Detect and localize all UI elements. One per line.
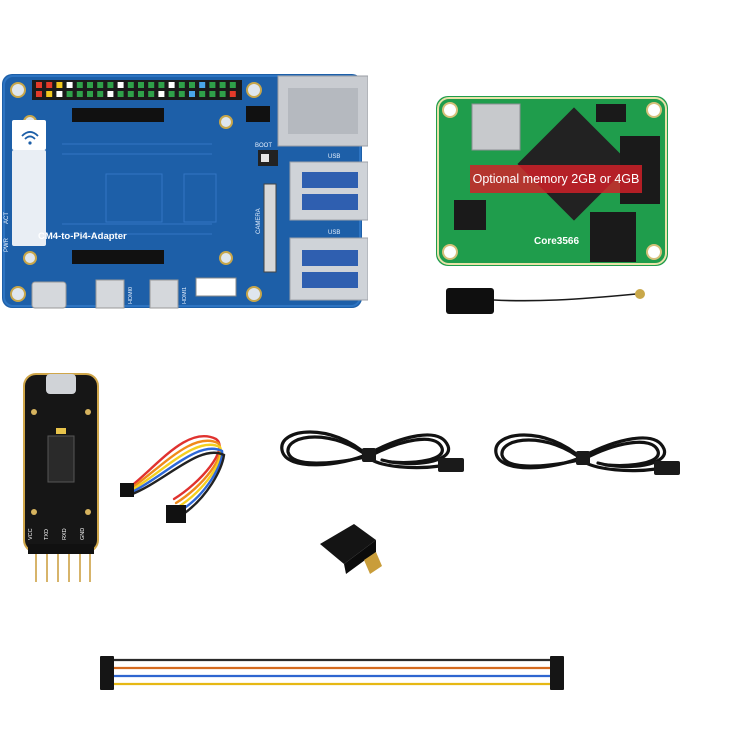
pwr-label: PWR — [4, 237, 10, 252]
dupont-housing-bottom — [166, 505, 186, 523]
gpio-pin — [168, 91, 175, 97]
antenna-pad — [446, 288, 494, 314]
4pin-header — [195, 277, 237, 297]
gpio-pin — [219, 82, 226, 88]
gpio-pin — [66, 82, 73, 88]
core-module-label: Core3566 — [534, 236, 579, 247]
carrier-board: CM4-to-Pi4-Adapter PWR ACT BOOT CAMERA U… — [2, 74, 368, 309]
gpio-pin — [199, 91, 206, 97]
hdmi0-port — [95, 279, 125, 309]
hdmi-adapter-body — [320, 524, 376, 564]
gpio-pin — [56, 91, 63, 97]
hdmi0-label: HDMI0 — [128, 287, 134, 304]
jumper-housing-right — [550, 656, 564, 690]
usb-c-power-port — [31, 281, 67, 309]
dupont-housing-left — [120, 483, 134, 497]
gpio-pin — [138, 82, 144, 88]
mounting-holes — [10, 82, 262, 302]
camera-connector — [263, 183, 277, 273]
gpio-pin — [168, 82, 175, 88]
gpio-pin — [36, 91, 42, 97]
wifi-antenna — [446, 288, 645, 314]
gpio-header — [32, 80, 242, 100]
usb-plug-right — [654, 461, 680, 475]
wifi-module — [12, 120, 46, 150]
hdmi1-label: HDMI1 — [182, 287, 188, 304]
usb-uart-module: VCC TXD RXD GND — [23, 373, 99, 582]
memory-option-banner: Optional memory 2GB or 4GB — [470, 165, 642, 193]
hdmi1-port — [149, 279, 179, 309]
gpio-pin — [158, 91, 165, 97]
ipex-connector — [635, 289, 645, 299]
usb-cable-right — [494, 433, 680, 475]
white-label-strip — [12, 150, 46, 246]
gpio-pin — [46, 82, 53, 88]
gpio-pin — [56, 82, 63, 88]
gpio-pin — [189, 91, 195, 97]
pmic-chip — [454, 200, 486, 230]
gpio-pin — [117, 91, 124, 97]
act-label: ACT — [4, 212, 10, 224]
camera-label: CAMERA — [256, 208, 262, 234]
gpio-pin — [107, 91, 114, 97]
gpio-pin — [46, 91, 53, 97]
usb-c-connector — [46, 374, 76, 394]
gpio-pin — [158, 82, 165, 88]
gpio-pin — [199, 82, 206, 88]
usb-cable-left — [280, 430, 464, 472]
wifi-icon — [21, 131, 39, 140]
gpio-pin — [229, 91, 236, 97]
usb-top-label: USB — [328, 154, 340, 160]
gpio-pin — [138, 91, 144, 97]
gpio-pin — [107, 82, 114, 88]
uart-chip — [47, 435, 75, 483]
boot-label: BOOT — [255, 143, 272, 149]
micro-hdmi-plug — [364, 552, 382, 574]
gpio-pin — [219, 91, 226, 97]
gpio-pin — [76, 91, 83, 97]
gpio-pin — [117, 82, 124, 88]
jumper-housing-left — [100, 656, 114, 690]
dupont-wire-bundle — [120, 435, 226, 523]
gpio-pin — [127, 91, 134, 97]
hdmi-adapter — [320, 524, 382, 574]
emmc-chip — [590, 212, 636, 262]
gpio-pin — [229, 82, 236, 88]
gpio-pin — [209, 82, 216, 88]
pin-label-gnd: GND — [80, 528, 86, 540]
gpio-pin — [209, 91, 216, 97]
fan-header — [246, 106, 270, 122]
cm-connector-top — [72, 108, 164, 122]
gpio-pin — [178, 91, 185, 97]
pin-label-txd: TXD — [44, 529, 50, 540]
usb-bottom-label: USB — [328, 230, 340, 236]
pin-label-rxd: RXD — [62, 528, 68, 540]
gpio-pin — [178, 82, 185, 88]
wifi-chip — [471, 103, 521, 151]
gpio-pin — [76, 82, 83, 88]
gpio-pin — [189, 82, 195, 88]
gpio-pin — [97, 91, 104, 97]
cm-connector-bottom — [72, 250, 164, 264]
gpio-pin — [148, 82, 155, 88]
gpio-pin — [66, 91, 73, 97]
gpio-pin — [87, 91, 93, 97]
usb-port-top — [289, 161, 368, 221]
jumper-wires — [100, 656, 564, 690]
gpio-pin — [87, 82, 93, 88]
usb-port-bottom — [289, 237, 368, 301]
usb-plug-left — [438, 458, 464, 472]
carrier-board-label: CM4-to-Pi4-Adapter — [38, 231, 127, 242]
gpio-pin — [36, 82, 42, 88]
pin-label-vcc: VCC — [28, 528, 34, 540]
gpio-pin — [127, 82, 134, 88]
gpio-pin — [97, 82, 104, 88]
gpio-pin — [148, 91, 155, 97]
antenna-cable — [493, 293, 637, 302]
